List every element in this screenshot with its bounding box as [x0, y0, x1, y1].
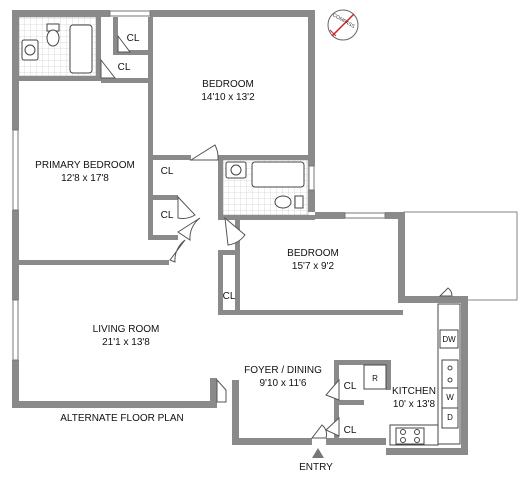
windows	[12, 10, 386, 361]
exterior-walls	[12, 10, 468, 455]
compass-icon: COMPASS	[327, 9, 359, 41]
kitchen-fixtures	[363, 303, 461, 446]
terrace-outline	[403, 211, 518, 301]
closet-label-4: CL	[161, 210, 174, 221]
bedroom-mid-name: BEDROOM	[287, 248, 339, 259]
kitchen-name: KITCHEN	[392, 386, 436, 397]
bathroom-top-left	[18, 16, 97, 77]
closet-label-6: CL	[344, 381, 357, 392]
closet-label-7: CL	[344, 425, 357, 436]
living-room-dims: 21'1 x 13'8	[102, 337, 150, 348]
entry-arrow-icon	[312, 448, 324, 458]
kitchen-dims: 10' x 13'8	[393, 399, 436, 410]
closet-label-3: CL	[161, 166, 174, 177]
dishwasher	[439, 329, 459, 349]
closet-label-5: CL	[223, 291, 236, 302]
refrigerator-label: R	[372, 374, 378, 383]
bedroom-mid-dims: 15'7 x 9'2	[292, 261, 335, 272]
refrigerator	[363, 364, 387, 390]
entry-caption: ENTRY	[299, 462, 333, 473]
bathroom-middle	[222, 159, 309, 216]
primary-bedroom-name: PRIMARY BEDROOM	[35, 160, 135, 171]
washer-label: W	[446, 393, 454, 402]
foyer-dining-name: FOYER / DINING	[244, 365, 322, 376]
bedroom-top-name: BEDROOM	[202, 79, 254, 90]
closet-label-2: CL	[118, 62, 131, 73]
foyer-dining-dims: 9'10 x 11'6	[259, 378, 306, 389]
closet-label-1: CL	[127, 33, 140, 44]
alternate-floor-plan-caption: ALTERNATE FLOOR PLAN	[60, 413, 184, 424]
door-swings	[100, 34, 453, 439]
dishwasher-label: DW	[442, 335, 456, 344]
interior-walls	[19, 17, 403, 445]
primary-bedroom-dims: 12'8 x 17'8	[61, 173, 109, 184]
dryer-label: D	[447, 413, 453, 422]
bedroom-top-dims: 14'10 x 13'2	[201, 92, 255, 103]
living-room-name: LIVING ROOM	[93, 324, 160, 335]
